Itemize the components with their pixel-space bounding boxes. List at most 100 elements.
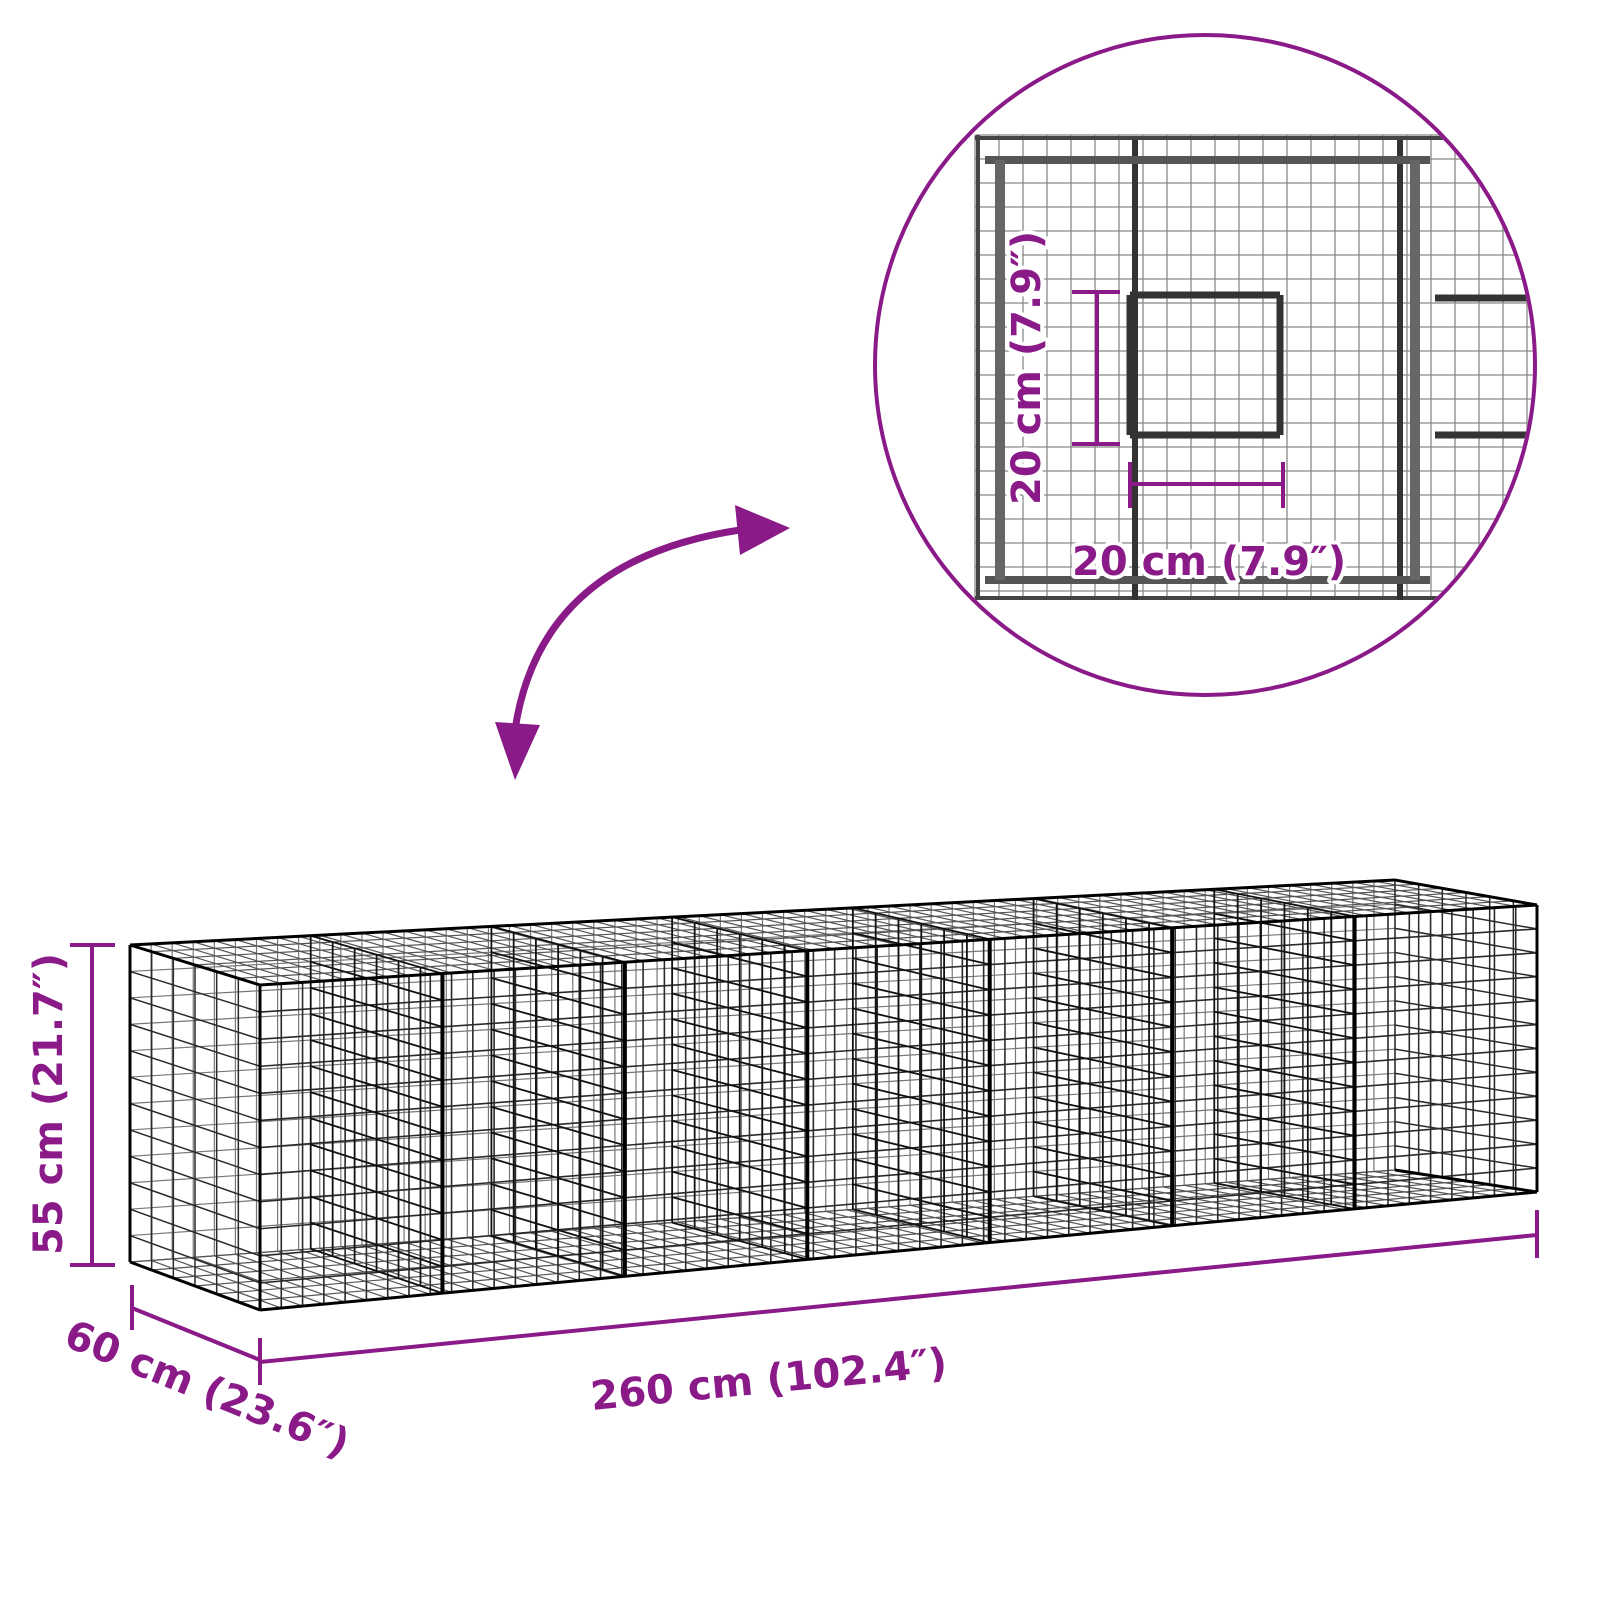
wire	[1394, 1120, 1538, 1145]
wire	[852, 1082, 990, 1118]
gabion-basket	[128, 878, 1539, 1312]
wire	[1033, 1195, 1173, 1227]
wire	[259, 1190, 1538, 1312]
wire	[129, 1260, 261, 1312]
wire	[129, 970, 261, 1013]
wire	[491, 925, 626, 964]
wire	[491, 1157, 626, 1199]
wire	[491, 1002, 626, 1042]
wire	[1394, 1096, 1538, 1121]
wire	[1033, 972, 1173, 1004]
wire	[1394, 1000, 1538, 1026]
wire	[671, 1068, 808, 1106]
wire	[1214, 937, 1355, 967]
wire	[491, 1080, 626, 1121]
wire	[310, 1221, 443, 1268]
wire	[194, 1180, 1467, 1287]
wire	[1033, 1170, 1173, 1202]
wire	[216, 1184, 1490, 1295]
wire	[491, 1183, 626, 1225]
wire	[1394, 903, 1538, 930]
wire	[1214, 986, 1355, 1015]
wire	[1214, 1084, 1355, 1113]
wire	[1214, 888, 1355, 918]
detail-zoom-circle	[873, 33, 1537, 697]
wire	[1033, 1120, 1173, 1153]
wire	[491, 1131, 626, 1173]
length-dimension-line	[259, 1210, 1539, 1364]
curved-double-arrow-icon	[495, 505, 790, 780]
wire	[310, 1248, 443, 1294]
wire	[671, 1094, 808, 1132]
wire	[671, 1145, 808, 1184]
wire	[310, 1169, 443, 1215]
wire	[129, 1049, 261, 1095]
wire	[1214, 1133, 1355, 1162]
wire	[129, 943, 261, 987]
wire	[1214, 1182, 1355, 1210]
wire	[129, 1234, 261, 1284]
wire	[129, 1023, 261, 1067]
wire	[310, 987, 443, 1028]
wire	[310, 1117, 443, 1161]
wire	[1394, 1048, 1538, 1074]
wire	[129, 1155, 261, 1203]
wire	[129, 997, 261, 1040]
wire	[310, 1039, 443, 1081]
wire	[671, 1221, 808, 1261]
wire	[852, 1133, 990, 1168]
wire	[1033, 996, 1173, 1029]
wire	[194, 891, 1467, 966]
wire	[852, 906, 990, 941]
wire	[852, 957, 990, 991]
wire	[491, 1209, 626, 1251]
wire	[1214, 1035, 1355, 1064]
wire	[491, 1234, 626, 1278]
wire	[310, 1065, 443, 1108]
wire	[852, 1057, 990, 1092]
wire	[310, 960, 443, 1002]
height-dimension-line	[70, 943, 115, 1267]
wire	[852, 932, 990, 966]
wire	[491, 1054, 626, 1094]
wire	[1033, 1145, 1173, 1177]
mesh-dimension-lines	[1072, 290, 1285, 508]
length-label: 260 cm (102.4″)	[589, 1340, 949, 1420]
depth-label: 60 cm (23.6″)	[58, 1312, 355, 1468]
wire	[1214, 1059, 1355, 1088]
wire	[1214, 1157, 1355, 1186]
wire	[310, 934, 443, 975]
wire	[1214, 1010, 1355, 1040]
wire	[173, 887, 1443, 959]
wire	[671, 992, 808, 1029]
wire	[491, 1105, 626, 1147]
wire	[1033, 1021, 1173, 1053]
wire	[852, 982, 990, 1016]
wire	[1394, 1072, 1538, 1098]
wire	[310, 1013, 443, 1055]
wire	[1033, 1071, 1173, 1103]
wire	[129, 1182, 261, 1230]
wire	[151, 883, 1419, 953]
wire	[1214, 1108, 1355, 1137]
wire	[1033, 1046, 1173, 1078]
wire	[310, 1091, 443, 1135]
wire	[1394, 975, 1538, 1002]
wire	[259, 903, 1538, 987]
wire	[129, 1102, 261, 1149]
wire	[671, 1018, 808, 1055]
wire	[129, 1076, 261, 1122]
wire	[852, 1208, 990, 1244]
wire	[671, 1170, 808, 1209]
wire	[491, 951, 626, 990]
wire	[1214, 912, 1355, 942]
wire	[1394, 1024, 1538, 1050]
wire	[129, 878, 1396, 947]
wire	[491, 1028, 626, 1068]
wire	[1214, 961, 1355, 991]
height-label: 55 cm (21.7″)	[26, 953, 72, 1255]
wire	[1033, 1096, 1173, 1128]
wire	[852, 1183, 990, 1219]
mesh-height-label: 20 cm (7.9″)	[1004, 231, 1050, 505]
